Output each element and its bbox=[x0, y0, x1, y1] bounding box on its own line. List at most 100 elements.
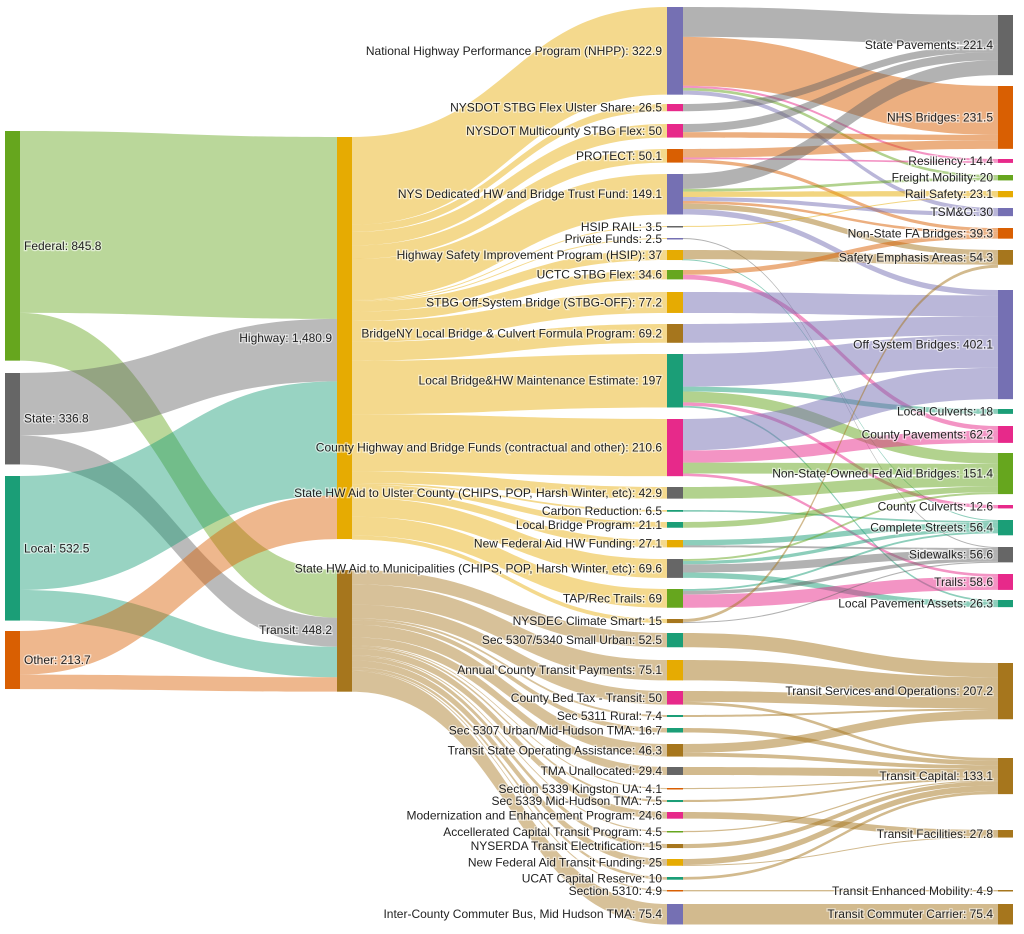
flow-link-transit-to-s5339k[interactable] bbox=[352, 645, 667, 790]
flow-link-countyhw-to-nonstateowned[interactable] bbox=[682, 462, 998, 475]
flow-link-transit-to-s5310[interactable] bbox=[352, 669, 667, 892]
node-transitops[interactable] bbox=[998, 663, 1013, 720]
node-resiliency[interactable] bbox=[998, 159, 1013, 163]
flow-link-transit-to-annual[interactable] bbox=[352, 584, 667, 681]
flow-link-highway-to-nhpp[interactable] bbox=[352, 7, 667, 225]
flow-link-annual-to-transitops[interactable] bbox=[682, 660, 998, 698]
node-transitfac[interactable] bbox=[998, 830, 1013, 838]
node-statepav[interactable] bbox=[998, 15, 1013, 76]
flow-link-multicounty-to-nhsbridges[interactable] bbox=[682, 132, 998, 141]
node-hsiprail[interactable] bbox=[667, 226, 683, 228]
node-stateop[interactable] bbox=[667, 744, 683, 757]
node-s5339mh[interactable] bbox=[667, 800, 683, 803]
node-localpav[interactable] bbox=[998, 600, 1013, 608]
node-s5307small[interactable] bbox=[667, 633, 683, 648]
node-s5339k[interactable] bbox=[667, 788, 683, 790]
node-nyserda[interactable] bbox=[667, 844, 683, 849]
flow-link-transit-to-s5307urban[interactable] bbox=[352, 620, 667, 733]
flow-link-transit-to-ucat[interactable] bbox=[352, 667, 667, 880]
flow-link-highway-to-bridgeny[interactable] bbox=[352, 324, 667, 361]
flow-link-s5310-to-transitenh[interactable] bbox=[682, 890, 998, 892]
flow-link-s5311-to-transitops[interactable] bbox=[682, 708, 998, 718]
node-uctc[interactable] bbox=[667, 270, 683, 280]
flow-link-lbp-to-nonstateowned[interactable] bbox=[682, 486, 998, 528]
flow-link-nyserda-to-transitcap[interactable] bbox=[682, 781, 998, 849]
node-nhsbridges[interactable] bbox=[998, 86, 1013, 149]
flow-link-highway-to-multicounty[interactable] bbox=[352, 124, 667, 246]
flow-link-nhpp-to-nhsbridges[interactable] bbox=[682, 36, 998, 135]
flow-link-highway-to-localmaint[interactable] bbox=[352, 354, 667, 415]
flow-link-intercounty-to-commuter[interactable] bbox=[682, 904, 998, 925]
flow-link-tap-to-sidewalks[interactable] bbox=[682, 558, 998, 595]
flow-link-transit-to-s5307small[interactable] bbox=[352, 570, 667, 648]
flow-link-highway-to-stbgoff[interactable] bbox=[352, 292, 667, 342]
node-tma[interactable] bbox=[667, 767, 683, 775]
flow-link-nysdec-to-safetyemph[interactable] bbox=[682, 264, 998, 623]
flow-link-uctc-to-nonstatefa[interactable] bbox=[682, 233, 998, 275]
flow-link-federal-to-transit[interactable] bbox=[20, 312, 337, 618]
node-transit[interactable] bbox=[337, 570, 352, 692]
node-countypav[interactable] bbox=[998, 426, 1013, 443]
flow-link-transit-to-s5339mh[interactable] bbox=[352, 646, 667, 803]
node-aidmunis[interactable] bbox=[667, 559, 683, 578]
flow-link-transit-to-accel[interactable] bbox=[352, 655, 667, 833]
flow-link-ulstershare-to-statepav[interactable] bbox=[682, 44, 998, 112]
flow-link-s5307small-to-transitops[interactable] bbox=[682, 633, 998, 678]
node-local[interactable] bbox=[5, 476, 20, 621]
flow-link-hsiprail-to-railsafety[interactable] bbox=[682, 196, 998, 227]
flow-link-highway-to-countyhw[interactable] bbox=[352, 414, 667, 477]
node-private[interactable] bbox=[667, 238, 683, 240]
flow-link-highway-to-nystrust[interactable] bbox=[352, 174, 667, 300]
node-nystrust[interactable] bbox=[667, 174, 683, 215]
flow-link-nystrust-to-statepav[interactable] bbox=[682, 60, 998, 189]
node-sidewalks[interactable] bbox=[998, 547, 1013, 563]
node-freight[interactable] bbox=[998, 175, 1013, 181]
node-s5307urban[interactable] bbox=[667, 728, 683, 733]
node-bedtax[interactable] bbox=[667, 691, 683, 705]
node-hsip[interactable] bbox=[667, 250, 683, 261]
node-aidulster[interactable] bbox=[667, 487, 683, 499]
flow-link-s5339k-to-transitcap[interactable] bbox=[682, 777, 998, 790]
node-intercounty[interactable] bbox=[667, 904, 683, 925]
flow-link-hsip-to-safetyemph[interactable] bbox=[682, 250, 998, 265]
flow-link-highway-to-newfedhw[interactable] bbox=[352, 490, 667, 548]
node-newfedtransit[interactable] bbox=[667, 859, 683, 866]
node-countyculv[interactable] bbox=[998, 505, 1013, 509]
node-nhpp[interactable] bbox=[667, 7, 683, 95]
flow-link-countyhw-to-trails[interactable] bbox=[682, 473, 998, 577]
flow-link-nhpp-to-statepav[interactable] bbox=[682, 7, 998, 45]
node-ulstershare[interactable] bbox=[667, 104, 683, 112]
node-offsystem[interactable] bbox=[998, 290, 1013, 400]
flow-link-multicounty-to-statepav[interactable] bbox=[682, 52, 998, 133]
node-protect[interactable] bbox=[667, 149, 683, 163]
flow-link-localmaint-to-offsystem[interactable] bbox=[682, 335, 998, 387]
flow-link-highway-to-aidmunis[interactable] bbox=[352, 497, 667, 578]
node-localmaint[interactable] bbox=[667, 354, 683, 408]
flow-link-highway-to-lbp[interactable] bbox=[352, 484, 667, 528]
flow-link-newfedhw-to-complete[interactable] bbox=[682, 522, 998, 546]
flow-link-highway-to-protect[interactable] bbox=[352, 149, 667, 260]
flow-link-state-to-highway[interactable] bbox=[20, 318, 337, 436]
flow-link-federal-to-highway[interactable] bbox=[20, 131, 337, 319]
node-ucat[interactable] bbox=[667, 877, 683, 880]
flow-link-protect-to-resiliency[interactable] bbox=[682, 157, 998, 163]
flow-link-highway-to-hsiprail[interactable] bbox=[352, 226, 667, 301]
flow-link-highway-to-uctc[interactable] bbox=[352, 270, 667, 321]
flow-link-transit-to-modern[interactable] bbox=[352, 648, 667, 819]
node-nonstateowned[interactable] bbox=[998, 453, 1013, 495]
node-safetyemph[interactable] bbox=[998, 250, 1013, 265]
node-tap[interactable] bbox=[667, 589, 683, 608]
flow-link-highway-to-nysdec[interactable] bbox=[352, 535, 667, 624]
node-countyhw[interactable] bbox=[667, 419, 683, 477]
node-transitenh[interactable] bbox=[998, 890, 1013, 892]
flow-link-transit-to-nyserda[interactable] bbox=[352, 656, 667, 849]
flow-link-aidulster-to-nonstateowned[interactable] bbox=[682, 474, 998, 499]
node-modern[interactable] bbox=[667, 812, 683, 819]
flow-link-newfedtransit-to-transitfac[interactable] bbox=[682, 836, 998, 866]
flow-link-highway-to-aidulster[interactable] bbox=[352, 471, 667, 499]
node-tsmo[interactable] bbox=[998, 208, 1013, 217]
node-railsafety[interactable] bbox=[998, 191, 1013, 198]
flow-link-other-to-transit[interactable] bbox=[20, 674, 337, 692]
node-nonstatefa[interactable] bbox=[998, 228, 1013, 239]
flow-link-stateop-to-transitops[interactable] bbox=[682, 710, 998, 753]
